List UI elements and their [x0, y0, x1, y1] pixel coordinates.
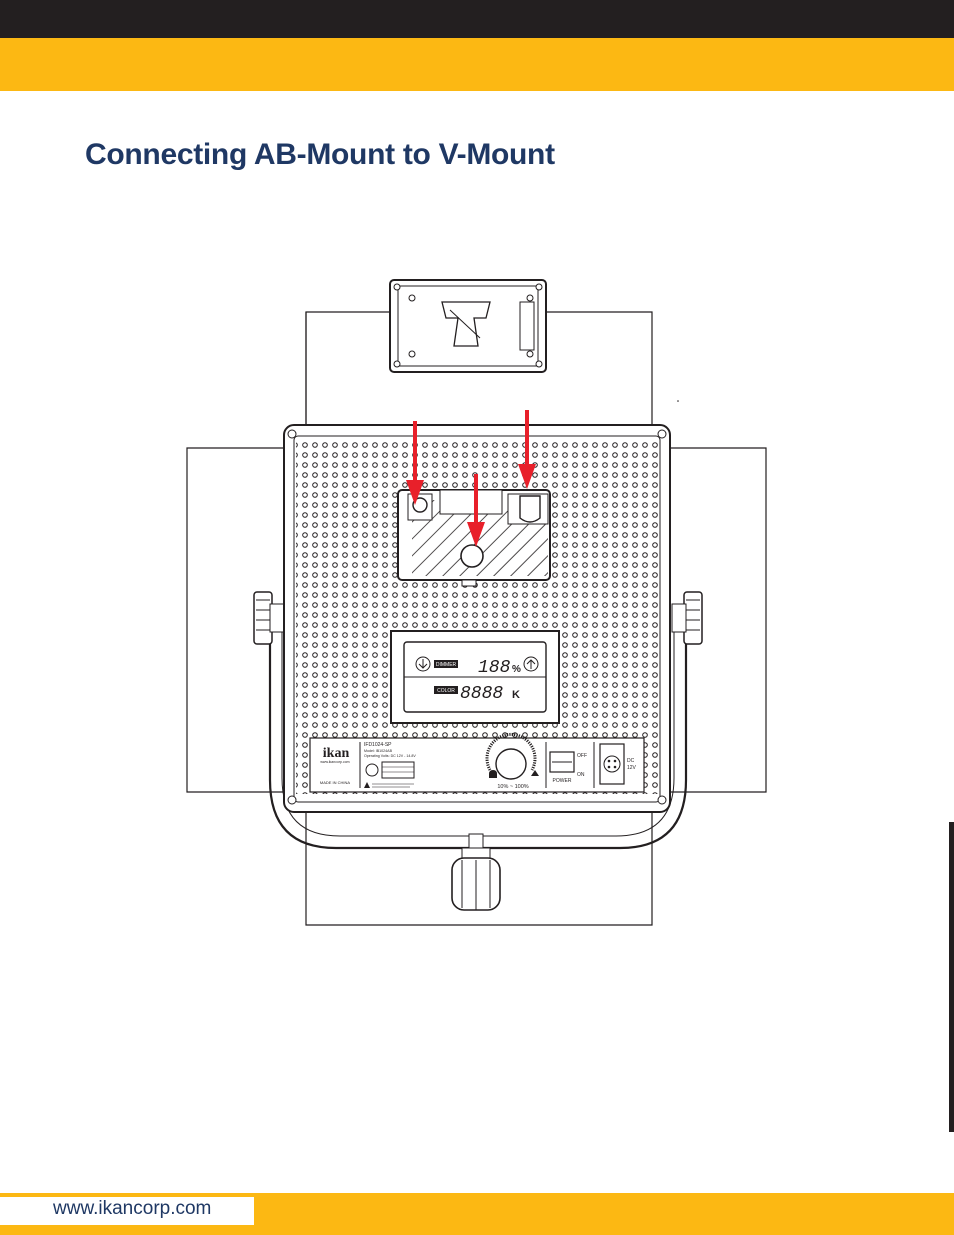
- dimmer-down-icon[interactable]: [415, 656, 431, 672]
- display-dimmer-value: 188: [478, 658, 511, 678]
- voltage-line: Operating Volts: DC 12V - 14.8V: [364, 754, 416, 758]
- warning-icon: [364, 782, 370, 788]
- arrow-right: [518, 410, 536, 489]
- xlr-small-icon: [365, 763, 379, 777]
- control-display: DIMMER 188 % COLOR 8888 K: [390, 630, 560, 724]
- display-color-value: 8888: [460, 684, 503, 704]
- dc-label: DC: [627, 758, 635, 764]
- display-top-tag: DIMMER: [436, 662, 457, 668]
- top-header-bar: [0, 0, 954, 38]
- brightness-icon: [531, 770, 539, 776]
- switch-off-label: OFF: [577, 753, 587, 759]
- dimmer-knob[interactable]: [485, 732, 537, 780]
- display-dimmer-unit: %: [512, 664, 521, 675]
- lock-icon: [489, 770, 497, 778]
- dimmer-range-label: 10% ~ 100%: [497, 784, 528, 790]
- control-strip: ikan www.ikancorp.com MADE IN CHINA IFD1…: [309, 732, 645, 793]
- display-bottom-tag: COLOR: [437, 688, 455, 694]
- switch-on-label: ON: [577, 772, 585, 778]
- page-title: Connecting AB-Mount to V-Mount: [85, 138, 555, 171]
- ikan-logo: ikan: [323, 746, 350, 761]
- side-tab-marker: [949, 822, 954, 1132]
- bottom-tilt-knob[interactable]: [451, 833, 501, 911]
- dimmer-up-icon[interactable]: [523, 656, 539, 672]
- power-switch[interactable]: [549, 751, 575, 773]
- dc-input-port[interactable]: [599, 743, 625, 785]
- model-label: IFD1024-SP: [364, 742, 392, 748]
- brand-site-label: www.ikancorp.com: [320, 760, 349, 764]
- model-line: Model: IB1024AB: [364, 749, 393, 753]
- right-knob[interactable]: [671, 591, 703, 645]
- dc-voltage-label: 12V: [627, 765, 637, 771]
- footer-url-box: www.ikancorp.com: [0, 1197, 254, 1225]
- made-in-label: MADE IN CHINA: [320, 780, 351, 785]
- display-color-unit: K: [512, 689, 520, 701]
- footer-url[interactable]: www.ikancorp.com: [53, 1198, 212, 1219]
- arrow-left: [406, 421, 424, 505]
- switch-label: POWER: [553, 778, 572, 784]
- v-mount-plate: [389, 279, 547, 373]
- header-accent-bar: [0, 38, 954, 91]
- arrow-center: [467, 474, 485, 547]
